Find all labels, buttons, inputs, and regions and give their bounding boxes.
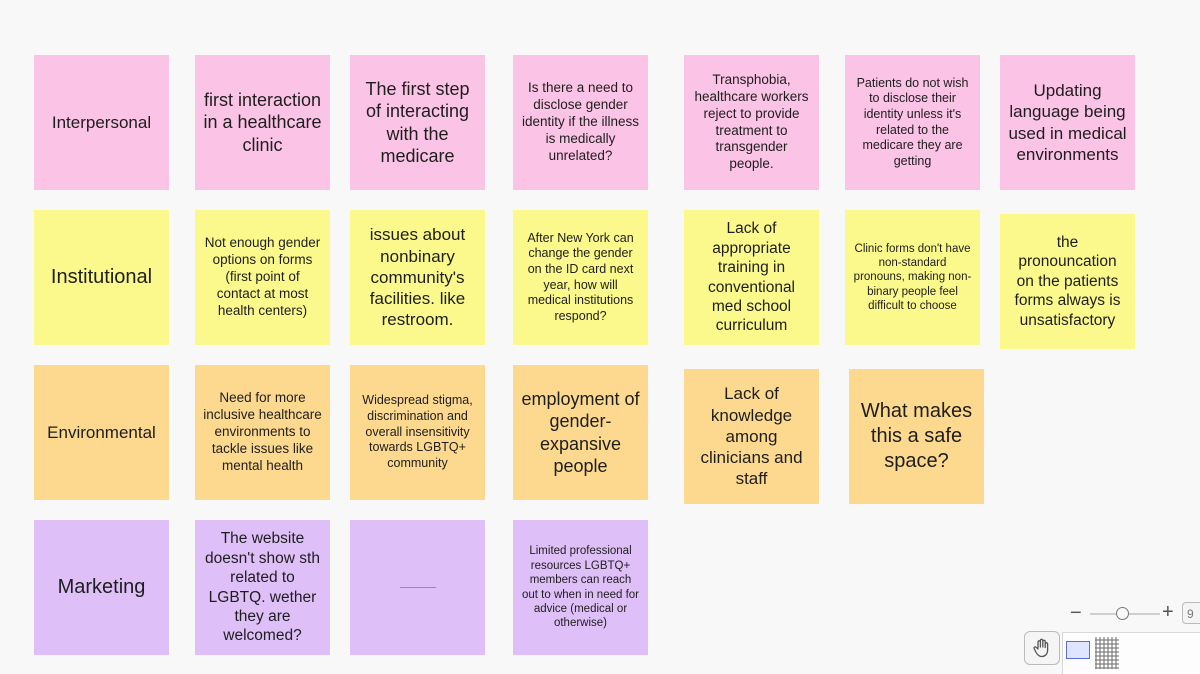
note-text: Interpersonal — [51, 112, 152, 132]
hand-icon — [1033, 638, 1049, 658]
sticky-note[interactable]: employment of gender-expansive people — [513, 365, 648, 500]
row-label-interpersonal[interactable]: Interpersonal — [34, 55, 169, 190]
note-text: Transphobia, healthcare workers reject t… — [694, 71, 809, 172]
note-text: Need for more inclusive healthcare envir… — [203, 390, 322, 473]
row-label-environmental[interactable]: Environmental — [34, 365, 169, 500]
note-text: Not enough gender options on forms (firs… — [204, 235, 321, 318]
sticky-note[interactable]: Not enough gender options on forms (firs… — [195, 210, 330, 345]
zoom-out-button[interactable]: − — [1070, 602, 1082, 624]
note-text: Environmental — [47, 422, 156, 442]
note-text: The first step of interacting with the m… — [365, 78, 470, 167]
zoom-control: − + 9 — [1066, 601, 1200, 626]
sticky-note[interactable]: the pronouncation on the patients forms … — [1000, 214, 1135, 349]
note-text: issues about nonbinary community's facil… — [369, 225, 466, 330]
note-text: After New York can change the gender on … — [527, 230, 634, 323]
note-text: Updating language being used in medical … — [1008, 81, 1127, 164]
sticky-note[interactable]: Clinic forms don't have non-standard pro… — [845, 210, 980, 345]
sticky-note[interactable]: Widespread stigma, discrimination and ov… — [350, 365, 485, 500]
sticky-note[interactable]: The first step of interacting with the m… — [350, 55, 485, 190]
note-text: Marketing — [57, 576, 146, 598]
placeholder-line — [399, 587, 436, 588]
sticky-note[interactable]: Need for more inclusive healthcare envir… — [195, 365, 330, 500]
note-text: Patients do not wish to disclose their i… — [856, 75, 969, 168]
note-text: Lack of appropriate training in conventi… — [707, 220, 796, 335]
sticky-note[interactable]: After New York can change the gender on … — [513, 210, 648, 345]
note-text: What makes this a safe space? — [860, 400, 973, 472]
sticky-note[interactable]: Updating language being used in medical … — [1000, 55, 1135, 190]
row-label-marketing[interactable]: Marketing — [34, 520, 169, 655]
minimap-content — [1095, 637, 1119, 669]
sticky-note[interactable]: Transphobia, healthcare workers reject t… — [684, 55, 819, 190]
sticky-note[interactable]: Lack of appropriate training in conventi… — [684, 210, 819, 345]
note-text: Clinic forms don't have non-standard pro… — [853, 242, 972, 313]
sticky-note[interactable]: Is there a need to disclose gender ident… — [513, 55, 648, 190]
sticky-note[interactable]: Limited professional resources LGBTQ+ me… — [513, 520, 648, 655]
note-text: Limited professional resources LGBTQ+ me… — [522, 545, 639, 630]
note-text: employment of gender-expansive people — [521, 388, 640, 477]
note-text: Institutional — [50, 266, 153, 288]
sticky-note[interactable]: issues about nonbinary community's facil… — [350, 210, 485, 345]
zoom-in-button[interactable]: + — [1162, 601, 1174, 623]
sticky-note[interactable]: Patients do not wish to disclose their i… — [845, 55, 980, 190]
note-text: the pronouncation on the patients forms … — [1014, 234, 1121, 329]
sticky-note[interactable]: first interaction in a healthcare clinic — [195, 55, 330, 190]
hand-tool-button[interactable] — [1024, 631, 1060, 665]
sticky-note-empty[interactable] — [350, 520, 485, 655]
note-text: Is there a need to disclose gender ident… — [521, 80, 640, 163]
sticky-note[interactable]: The website doesn't show sth related to … — [195, 520, 330, 655]
note-text: Widespread stigma, discrimination and ov… — [362, 393, 473, 470]
sticky-note[interactable]: Lack of knowledge among clinicians and s… — [684, 369, 819, 504]
row-label-institutional[interactable]: Institutional — [34, 210, 169, 345]
note-text: Lack of knowledge among clinicians and s… — [700, 384, 803, 489]
sticky-note[interactable]: What makes this a safe space? — [849, 369, 984, 504]
minimap-viewport[interactable] — [1066, 641, 1090, 659]
zoom-percentage-field[interactable]: 9 — [1182, 602, 1200, 624]
minimap[interactable] — [1062, 632, 1200, 674]
note-text: The website doesn't show sth related to … — [205, 530, 320, 645]
note-text: first interaction in a healthcare clinic — [203, 89, 322, 155]
zoom-slider-handle[interactable] — [1116, 607, 1129, 620]
